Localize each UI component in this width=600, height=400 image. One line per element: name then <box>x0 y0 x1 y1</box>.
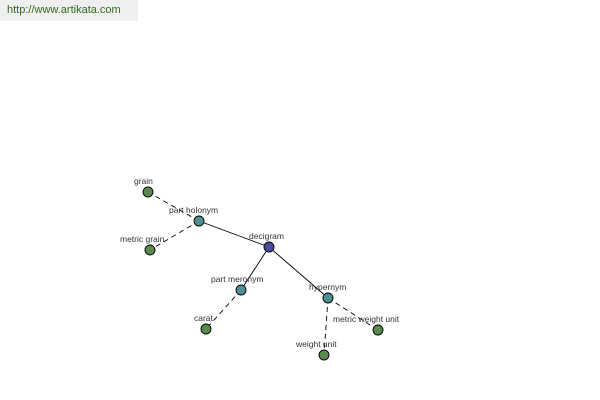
node-carat[interactable] <box>200 323 212 335</box>
node-hypernym[interactable] <box>322 292 334 304</box>
edge-part-holonym-to-metric-grain <box>149 220 200 251</box>
edge-decigram-to-part-meronym <box>240 246 270 291</box>
node-decigram[interactable] <box>263 241 275 253</box>
node-label-metric-grain[interactable]: metric grain <box>120 234 165 244</box>
node-label-part-holonym[interactable]: part holonym <box>169 205 218 215</box>
node-part-holonym[interactable] <box>193 215 205 227</box>
node-label-decigram[interactable]: decigram <box>249 231 284 241</box>
node-label-weight-unit[interactable]: weight unit <box>295 339 337 349</box>
node-metric-grain[interactable] <box>144 244 156 256</box>
edges-layer <box>147 191 379 356</box>
node-label-carat[interactable]: carat <box>194 313 214 323</box>
node-part-meronym[interactable] <box>235 284 247 296</box>
edge-hypernym-to-metric-weight-unit <box>327 297 379 331</box>
node-grain[interactable] <box>142 186 154 198</box>
edge-hypernym-to-weight-unit <box>323 297 329 356</box>
edge-part-meronym-to-carat <box>205 289 242 330</box>
url-banner[interactable]: http://www.artikata.com <box>0 0 138 21</box>
node-label-grain[interactable]: grain <box>134 176 153 186</box>
nodes-layer <box>142 186 384 361</box>
node-label-part-meronym[interactable]: part meronym <box>211 274 263 284</box>
edge-decigram-to-part-holonym <box>198 220 270 248</box>
node-label-hypernym[interactable]: hypernym <box>309 282 346 292</box>
labels-layer: decigram part holonym part meronym hypernym… <box>120 176 400 349</box>
node-label-metric-weight-unit[interactable]: metric weight unit <box>333 314 400 324</box>
url-text[interactable]: http://www.artikata.com <box>7 4 121 16</box>
node-metric-weight-unit[interactable] <box>372 324 384 336</box>
node-weight-unit[interactable] <box>318 349 330 361</box>
edge-decigram-to-hypernym <box>268 246 329 299</box>
edge-part-holonym-to-grain <box>147 191 200 222</box>
